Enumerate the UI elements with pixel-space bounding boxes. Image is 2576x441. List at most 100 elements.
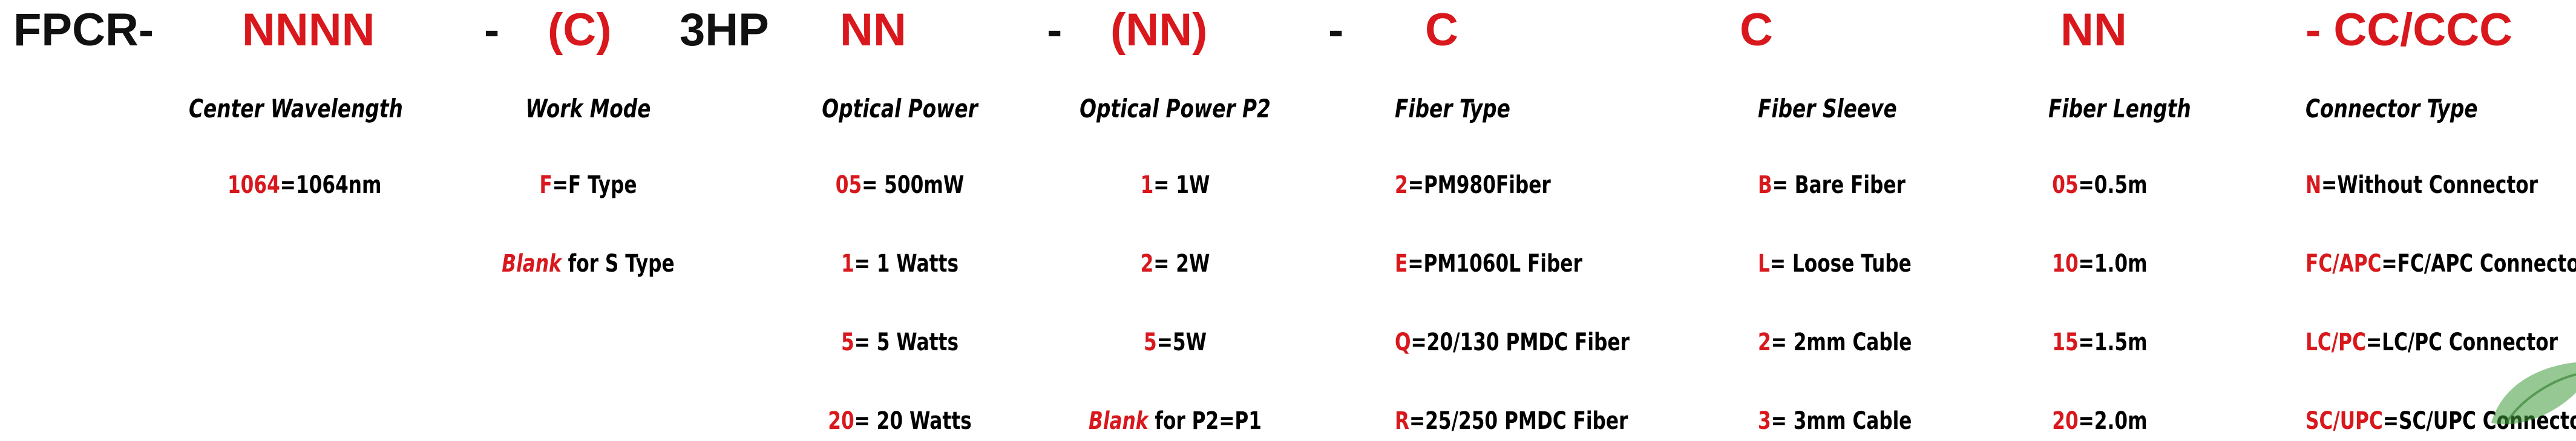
option-row: 5=5W (1071, 328, 1279, 357)
option-row: 05=0.5m (2052, 171, 2256, 200)
option-row: Blank for P2=P1 (1071, 407, 1279, 436)
code-model: 3HP (680, 4, 769, 56)
option-code: LC/PC (2306, 328, 2366, 356)
option-row: F=F Type (484, 171, 692, 200)
code-dash: - (1047, 4, 1063, 56)
code-fiber-type: C (1425, 4, 1458, 56)
column-header: Optical Power P2 (1080, 94, 1271, 123)
option-row: 15=1.5m (2052, 328, 2256, 357)
column-header: Fiber Length (2048, 94, 2191, 123)
option-text: =1064nm (280, 171, 382, 199)
option-code: 3 (1758, 407, 1771, 435)
option-row: L= Loose Tube (1758, 249, 1965, 278)
option-text: =0.5m (2078, 171, 2148, 199)
option-code: E (1395, 250, 1408, 278)
option-row: 1= 1 Watts (796, 249, 1003, 278)
option-code: 05 (835, 171, 862, 199)
option-code: 2 (1140, 250, 1154, 278)
option-text: =2.0m (2078, 407, 2148, 435)
option-row: 20= 20 Watts (796, 407, 1003, 436)
option-text: =5W (1156, 328, 1207, 356)
column-header: Fiber Type (1395, 94, 1510, 123)
column-work-mode: Work Mode F=F Type Blank for S Type (484, 91, 692, 278)
option-row: 2= 2mm Cable (1758, 328, 1965, 357)
option-code: 2 (1395, 171, 1408, 199)
option-code: B (1758, 171, 1772, 199)
option-code: Q (1395, 328, 1411, 356)
option-text: =PM1060L Fiber (1408, 250, 1582, 278)
option-text: = 1 Watts (854, 250, 959, 278)
option-text: =Without Connector (2321, 171, 2538, 199)
option-code: Blank (1089, 407, 1149, 435)
option-row: N=Without Connector (2306, 171, 2538, 200)
column-optical-power-p2: Optical Power P2 1= 1W 2= 2W 5=5W Blank … (1071, 91, 1279, 436)
option-code: 20 (2052, 407, 2079, 435)
option-text: = 1W (1153, 171, 1210, 199)
code-wavelength: NNNN (242, 4, 375, 56)
option-row: 10=1.0m (2052, 249, 2256, 278)
option-code: Blank (502, 250, 562, 278)
code-dash: - (1328, 4, 1344, 56)
option-text: = Loose Tube (1769, 250, 1912, 278)
option-code: R (1395, 407, 1410, 435)
option-code: SC/UPC (2306, 407, 2383, 435)
column-header: Optical Power (822, 94, 978, 123)
option-row: 2=PM980Fiber (1395, 171, 1602, 200)
option-row: 1= 1W (1071, 171, 1279, 200)
option-row: Q=20/130 PMDC Fiber (1395, 328, 1630, 357)
option-row: 05= 500mW (796, 171, 1003, 200)
option-row: LC/PC=LC/PC Connector (2306, 328, 2558, 357)
option-row: 3= 3mm Cable (1758, 407, 1965, 436)
option-code: 2 (1758, 328, 1771, 356)
option-text: = Bare Fiber (1772, 171, 1906, 199)
option-row: R=25/250 PMDC Fiber (1395, 407, 1628, 436)
code-power2: (NN) (1110, 4, 1208, 56)
code-prefix: FPCR- (13, 4, 154, 56)
option-text: for P2=P1 (1148, 407, 1262, 435)
leaf-icon (2491, 362, 2576, 425)
column-center-wavelength: Center Wavelength 1064=1064nm (189, 91, 403, 200)
column-header: Center Wavelength (189, 94, 403, 123)
column-header: Fiber Sleeve (1758, 94, 1897, 123)
option-text: =F Type (552, 171, 637, 199)
code-dash: - (484, 4, 500, 56)
column-fiber-length: Fiber Length 05=0.5m 10=1.0m 15=1.5m 20=… (2048, 91, 2256, 436)
code-mode: (C) (548, 4, 612, 56)
option-code: F (539, 171, 552, 199)
option-text: = 20 Watts (854, 407, 972, 435)
option-code: 5 (841, 328, 854, 356)
column-fiber-sleeve: Fiber Sleeve B= Bare Fiber L= Loose Tube… (1758, 91, 1965, 436)
column-header: Work Mode (525, 94, 651, 123)
option-text: =LC/PC Connector (2365, 328, 2558, 356)
option-code: 1 (1140, 171, 1154, 199)
option-row: 20=2.0m (2052, 407, 2256, 436)
option-text: =20/130 PMDC Fiber (1411, 328, 1630, 356)
option-text: =25/250 PMDC Fiber (1409, 407, 1628, 435)
option-row: B= Bare Fiber (1758, 171, 1965, 200)
column-header: Connector Type (2306, 94, 2478, 123)
option-row: 2= 2W (1071, 249, 1279, 278)
option-code: 20 (828, 407, 854, 435)
option-text: = 3mm Cable (1771, 407, 1912, 435)
option-code: 10 (2052, 250, 2079, 278)
option-row: FC/APC=FC/APC Connector (2306, 249, 2576, 278)
option-text: for S Type (561, 250, 675, 278)
option-code: 05 (2052, 171, 2079, 199)
option-row: Blank for S Type (484, 249, 692, 278)
option-row: 1064=1064nm (189, 171, 396, 200)
option-code: 15 (2052, 328, 2079, 356)
code-connector: - CC/CCC (2306, 4, 2512, 56)
column-fiber-type: Fiber Type 2=PM980Fiber E=PM1060L Fiber … (1395, 91, 1630, 436)
option-text: =1.5m (2078, 328, 2148, 356)
option-code: N (2306, 171, 2322, 199)
option-text: = 2W (1153, 250, 1210, 278)
option-code: 1064 (227, 171, 280, 199)
option-text: = 5 Watts (854, 328, 959, 356)
option-text: = 500mW (862, 171, 965, 199)
option-code: 1 (841, 250, 854, 278)
option-code: L (1758, 250, 1770, 278)
code-fiber-length: NN (2060, 4, 2127, 56)
option-row: 5= 5 Watts (796, 328, 1003, 357)
column-optical-power: Optical Power 05= 500mW 1= 1 Watts 5= 5 … (796, 91, 1003, 436)
option-text: =1.0m (2078, 250, 2148, 278)
